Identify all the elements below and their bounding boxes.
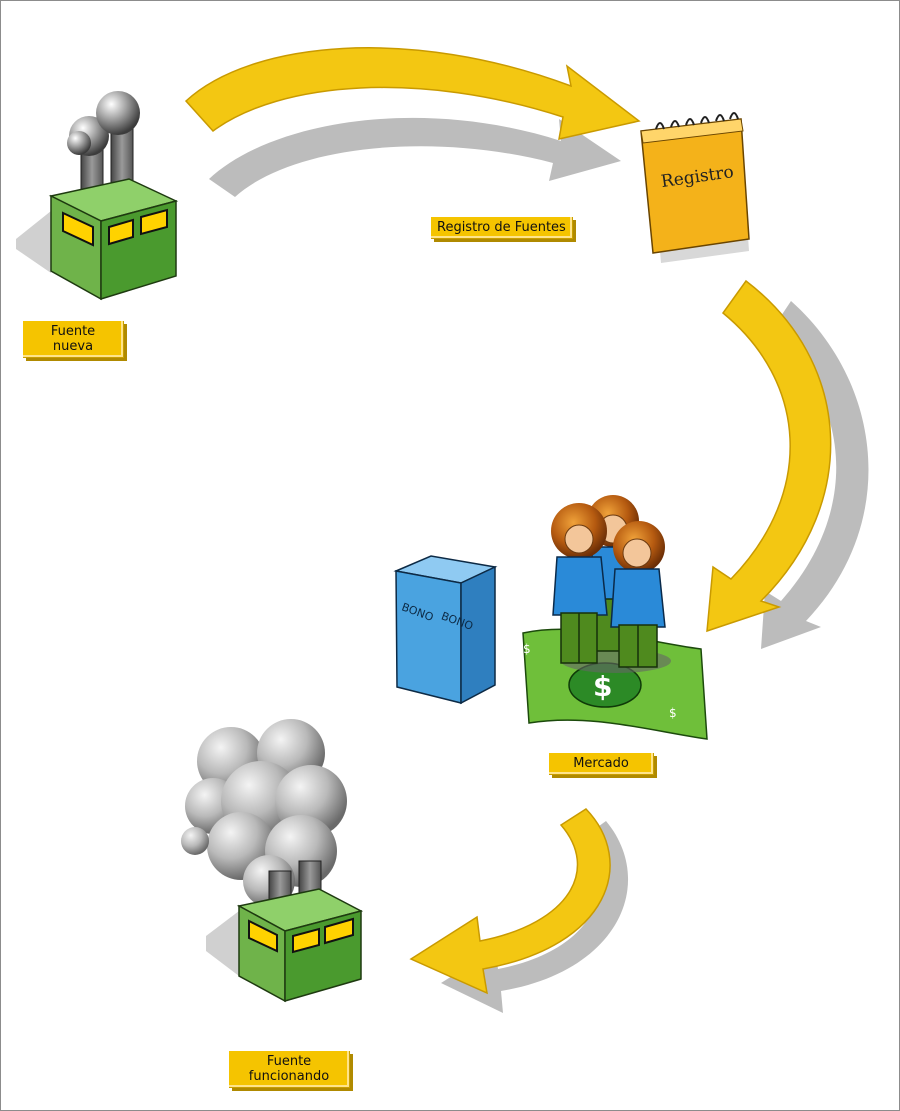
registro-label: Registro de Fuentes bbox=[431, 217, 573, 239]
people-icon bbox=[551, 495, 671, 673]
fuente-nueva-line1: Fuente bbox=[50, 324, 96, 339]
bill-corner: $ bbox=[669, 706, 677, 720]
smoking-factory-icon bbox=[181, 719, 364, 1003]
factory-icon bbox=[16, 91, 179, 301]
mercado-label: Mercado bbox=[549, 753, 654, 775]
mercado-label-text: Mercado bbox=[573, 756, 629, 771]
fuente-funcionando-label: Fuente funcionando bbox=[229, 1051, 350, 1088]
bond-box-icon: BONO BONO bbox=[393, 555, 498, 705]
arrow-icon bbox=[409, 808, 629, 1013]
bill-corner: $ bbox=[523, 642, 531, 656]
fuente-funcionando-line2: funcionando bbox=[248, 1069, 330, 1084]
arrow-icon bbox=[706, 279, 869, 649]
fuente-funcionando-line1: Fuente bbox=[266, 1054, 312, 1069]
arrow-icon bbox=[184, 47, 641, 197]
fuente-nueva-line2: nueva bbox=[52, 339, 94, 354]
bill-symbol: $ bbox=[593, 670, 612, 703]
registro-label-text: Registro de Fuentes bbox=[437, 220, 566, 235]
notepad-icon: Registro bbox=[640, 112, 750, 263]
fuente-nueva-label: Fuente nueva bbox=[23, 321, 124, 358]
